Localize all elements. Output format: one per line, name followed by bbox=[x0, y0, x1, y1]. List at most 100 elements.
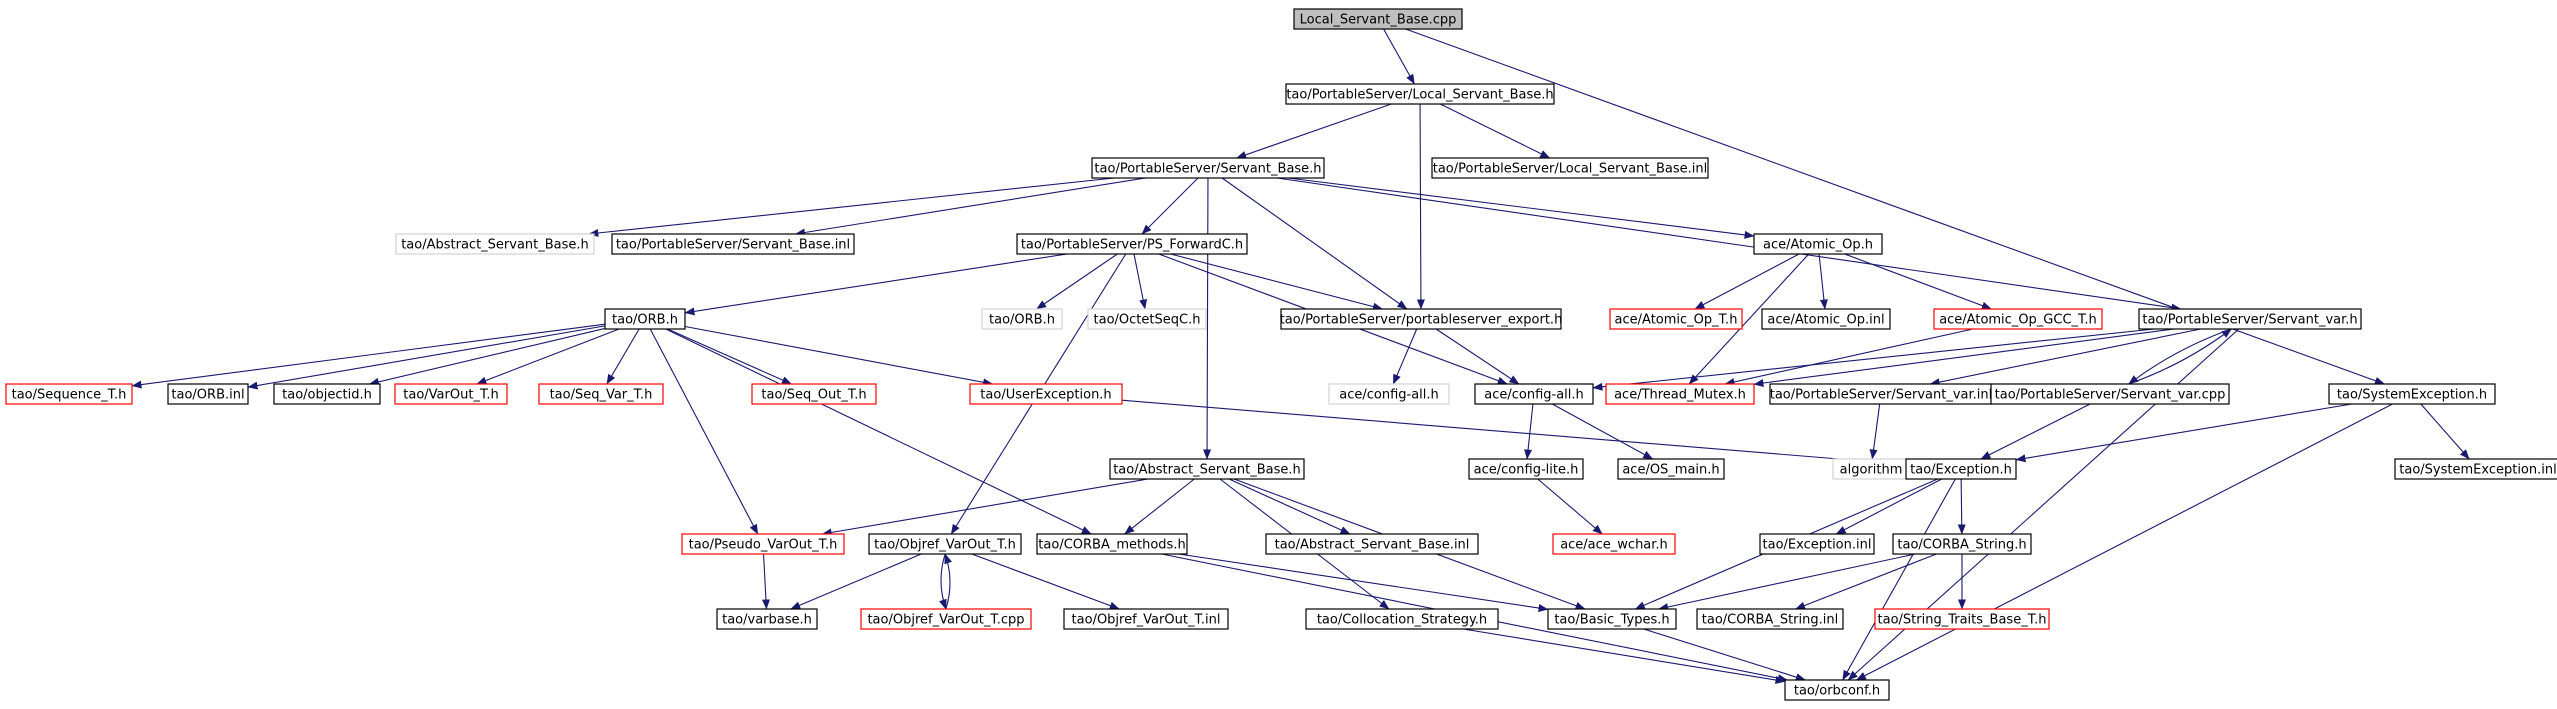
node-seqout_h[interactable]: tao/Seq_Out_T.h bbox=[751, 383, 877, 405]
node-box bbox=[716, 608, 818, 630]
node-abs_sb_h_top[interactable]: tao/Abstract_Servant_Base.h bbox=[395, 233, 595, 255]
node-svar_cpp[interactable]: tao/PortableServer/Servant_var.cpp bbox=[1990, 383, 2230, 405]
node-objref_cpp[interactable]: tao/Objref_VarOut_T.cpp bbox=[860, 608, 1032, 630]
edge-orb_h-to-seqvar_h bbox=[606, 328, 640, 385]
node-label: tao/ORB.h bbox=[612, 313, 678, 328]
node-label: ace/Atomic_Op.inl bbox=[1767, 313, 1884, 328]
node-strtraits_h[interactable]: tao/String_Traits_Base_T.h bbox=[1874, 608, 2050, 630]
node-label: tao/ORB.h bbox=[989, 313, 1055, 328]
node-box bbox=[1547, 608, 1677, 630]
node-box bbox=[1696, 608, 1844, 630]
edge-orb_h-to-seqout_h bbox=[667, 328, 792, 385]
node-label: tao/Abstract_Servant_Base.h bbox=[1113, 463, 1301, 478]
node-box bbox=[1016, 233, 1248, 255]
node-pseudo_h[interactable]: tao/Pseudo_VarOut_T.h bbox=[681, 533, 845, 555]
node-atomic_gcc_h[interactable]: ace/Atomic_Op_GCC_T.h bbox=[1933, 308, 2103, 330]
node-box bbox=[1474, 383, 1594, 405]
node-sb_h[interactable]: tao/PortableServer/Servant_Base.h bbox=[1091, 157, 1325, 179]
node-seq_t_h[interactable]: tao/Sequence_T.h bbox=[5, 383, 133, 405]
node-abs_sb_inl[interactable]: tao/Abstract_Servant_Base.inl bbox=[1265, 533, 1479, 555]
node-exc_h[interactable]: tao/Exception.h bbox=[1905, 458, 2017, 480]
node-box bbox=[1328, 383, 1450, 405]
node-label: tao/UserException.h bbox=[980, 388, 1111, 403]
node-objref_inl[interactable]: tao/Objref_VarOut_T.inl bbox=[1063, 608, 1229, 630]
node-orbconf_h[interactable]: tao/orbconf.h bbox=[1784, 679, 1890, 701]
node-cfgall_h[interactable]: ace/config-all.h bbox=[1474, 383, 1594, 405]
edge-colloc_h-to-orbconf_h bbox=[1463, 628, 1786, 684]
node-thrmutex_h[interactable]: ace/Thread_Mutex.h bbox=[1605, 383, 1755, 405]
node-octseq_h[interactable]: tao/OctetSeqC.h bbox=[1087, 308, 1207, 330]
node-sysexc_inl[interactable]: tao/SystemException.inl bbox=[2394, 458, 2557, 480]
node-exc_inl[interactable]: tao/Exception.inl bbox=[1759, 533, 1875, 555]
node-box bbox=[1874, 608, 2050, 630]
node-label: tao/CORBA_String.h bbox=[1897, 538, 2026, 553]
node-box bbox=[969, 383, 1123, 405]
node-label: Local_Servant_Base.cpp bbox=[1300, 13, 1457, 28]
node-box bbox=[394, 383, 508, 405]
node-label: tao/varbase.h bbox=[722, 613, 812, 628]
node-label: tao/Abstract_Servant_Base.inl bbox=[1275, 538, 1470, 553]
node-algorithm[interactable]: algorithm bbox=[1832, 458, 1910, 480]
node-objref_h[interactable]: tao/Objref_VarOut_T.h bbox=[868, 533, 1022, 555]
node-orb_h2[interactable]: tao/ORB.h bbox=[981, 308, 1063, 330]
node-svar_h[interactable]: tao/PortableServer/Servant_var.h bbox=[2138, 308, 2362, 330]
node-lsb_h[interactable]: tao/PortableServer/Local_Servant_Base.h bbox=[1285, 83, 1555, 105]
node-basic_h[interactable]: tao/Basic_Types.h bbox=[1547, 608, 1677, 630]
node-box bbox=[1609, 308, 1743, 330]
node-sysexc_h[interactable]: tao/SystemException.h bbox=[2328, 383, 2496, 405]
node-box bbox=[2328, 383, 2496, 405]
node-label: tao/Objref_VarOut_T.h bbox=[874, 538, 1016, 553]
node-orb_h[interactable]: tao/ORB.h bbox=[604, 308, 686, 330]
node-corbastr_h[interactable]: tao/CORBA_String.h bbox=[1892, 533, 2032, 555]
node-atomic_inl[interactable]: ace/Atomic_Op.inl bbox=[1761, 308, 1891, 330]
node-label: tao/SystemException.h bbox=[2337, 388, 2487, 403]
edge-root-to-sysexc_h bbox=[1405, 28, 2385, 385]
edge-exc_h-to-corbastr_h bbox=[1957, 478, 1966, 535]
edge-objref_h-to-varbase_h bbox=[790, 553, 922, 610]
node-label: tao/OctetSeqC.h bbox=[1094, 313, 1201, 328]
node-box bbox=[604, 308, 686, 330]
node-colloc_h[interactable]: tao/Collocation_Strategy.h bbox=[1305, 608, 1499, 630]
node-label: tao/Basic_Types.h bbox=[1554, 613, 1669, 628]
node-psfwd_h[interactable]: tao/PortableServer/PS_ForwardC.h bbox=[1016, 233, 1248, 255]
node-box bbox=[1990, 383, 2230, 405]
node-sb_inl[interactable]: tao/PortableServer/Servant_Base.inl bbox=[611, 233, 855, 255]
node-label: tao/CORBA_String.inl bbox=[1702, 613, 1838, 628]
node-box bbox=[1305, 608, 1499, 630]
node-varbase_h[interactable]: tao/varbase.h bbox=[716, 608, 818, 630]
node-box bbox=[1265, 533, 1479, 555]
node-root[interactable]: Local_Servant_Base.cpp bbox=[1293, 8, 1463, 30]
node-cfgall_missing[interactable]: ace/config-all.h bbox=[1328, 383, 1450, 405]
node-box bbox=[1761, 308, 1891, 330]
node-psexport_h[interactable]: tao/PortableServer/portableserver_export… bbox=[1280, 308, 1563, 330]
node-atomic_t_h[interactable]: ace/Atomic_Op_T.h bbox=[1609, 308, 1743, 330]
node-box bbox=[273, 383, 381, 405]
node-seqvar_h[interactable]: tao/Seq_Var_T.h bbox=[538, 383, 664, 405]
edge-svar_h-to-cfgall_h bbox=[1592, 328, 2155, 391]
edge-lsb_h-to-sb_h bbox=[1236, 103, 1392, 159]
node-box bbox=[751, 383, 877, 405]
node-orb_inl[interactable]: tao/ORB.inl bbox=[167, 383, 249, 405]
node-cfglite_h[interactable]: ace/config-lite.h bbox=[1468, 458, 1584, 480]
node-box bbox=[1280, 308, 1562, 330]
node-acewchar_h[interactable]: ace/ace_wchar.h bbox=[1552, 533, 1676, 555]
node-label: tao/orbconf.h bbox=[1794, 684, 1880, 699]
node-varout_h[interactable]: tao/VarOut_T.h bbox=[394, 383, 508, 405]
edge-sb_h-to-abs_sb_h_top bbox=[588, 177, 1115, 237]
node-label: tao/PortableServer/Local_Servant_Base.in… bbox=[1433, 162, 1708, 177]
node-corbam_h[interactable]: tao/CORBA_methods.h bbox=[1036, 533, 1188, 555]
node-userexc_h[interactable]: tao/UserException.h bbox=[969, 383, 1123, 405]
edge-svar_cpp-to-svar_h bbox=[2128, 328, 2232, 385]
node-label: ace/Atomic_Op.h bbox=[1763, 238, 1873, 253]
node-box bbox=[681, 533, 845, 555]
node-atomic_h[interactable]: ace/Atomic_Op.h bbox=[1753, 233, 1883, 255]
node-osmain_h[interactable]: ace/OS_main.h bbox=[1617, 458, 1725, 480]
edge-atomic_gcc_h-to-thrmutex_h bbox=[1724, 328, 1974, 386]
node-abs_sb_h[interactable]: tao/Abstract_Servant_Base.h bbox=[1109, 458, 1305, 480]
node-svar_inl[interactable]: tao/PortableServer/Servant_var.inl bbox=[1769, 383, 1993, 405]
node-objid_h[interactable]: tao/objectid.h bbox=[273, 383, 381, 405]
node-lsb_inl[interactable]: tao/PortableServer/Local_Servant_Base.in… bbox=[1431, 157, 1709, 179]
node-corbastr_inl[interactable]: tao/CORBA_String.inl bbox=[1696, 608, 1844, 630]
edge-sysexc_h-to-exc_h bbox=[2015, 403, 2352, 463]
